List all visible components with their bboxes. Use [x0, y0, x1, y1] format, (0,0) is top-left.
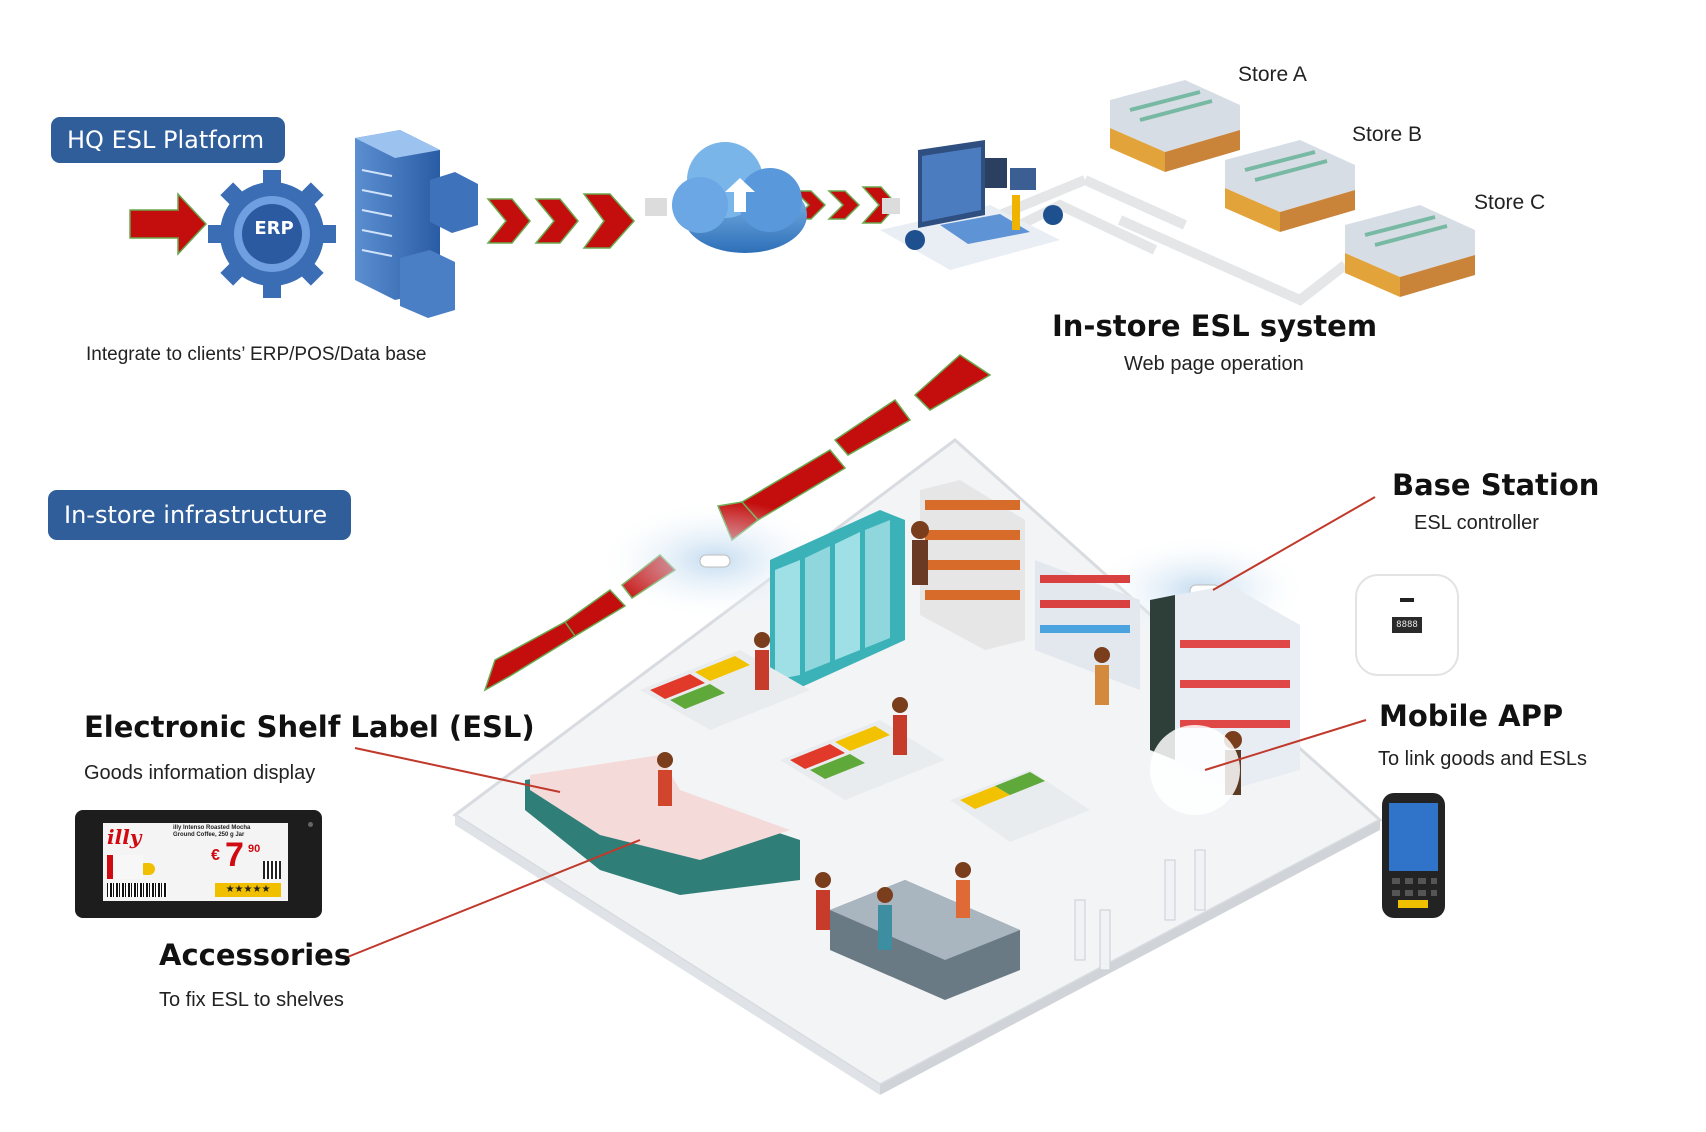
esl-product-image: [107, 855, 143, 879]
esl-device: illy illy Intenso Roasted Mocha Ground C…: [75, 810, 322, 918]
base-station-subtitle: ESL controller: [1414, 512, 1539, 534]
esl-barcode: [107, 883, 167, 897]
checkout-counter: [830, 880, 1020, 1000]
erp-badge-text: ERP: [254, 218, 294, 239]
accessories-title: Accessories: [159, 938, 352, 972]
product-shelf-right: [1035, 560, 1140, 690]
esl-led-icon: [308, 822, 313, 827]
integrate-caption: Integrate to clients’ ERP/POS/Data base: [86, 344, 427, 365]
mobile-app-title: Mobile APP: [1379, 699, 1564, 733]
esl-price-int: 7: [225, 836, 244, 874]
connector-block: [645, 198, 667, 216]
esl-screen: illy illy Intenso Roasted Mocha Ground C…: [103, 823, 288, 901]
store-building-c: [1345, 205, 1475, 297]
esl-product-line1: illy Intenso Roasted Mocha: [173, 825, 251, 831]
esl-qr-code: [263, 861, 281, 879]
handheld-scanner-icon: [1382, 793, 1445, 918]
store-building-a: [1110, 80, 1240, 172]
esl-price-dec: 90: [248, 843, 261, 855]
callout-lines: [344, 496, 1376, 959]
hq-flow-arrows: [129, 186, 899, 256]
esl-coin-icon: [139, 863, 155, 875]
accessories-subtitle: To fix ESL to shelves: [159, 989, 344, 1011]
base-station-display: 8888: [1396, 620, 1418, 630]
instore-system-subtitle: Web page operation: [1124, 353, 1304, 375]
esl-rating: ★★★★★: [215, 883, 281, 897]
esl-brand: illy: [107, 825, 142, 849]
esl-title: Electronic Shelf Label (ESL): [84, 710, 535, 744]
instore-system-title: In-store ESL system: [1052, 309, 1378, 343]
base-station-ceiling-left: [699, 554, 731, 568]
meat-counter: [525, 755, 800, 895]
connector-block-2: [882, 198, 900, 214]
security-gates: [1074, 849, 1206, 971]
produce-stand-3: [950, 770, 1090, 842]
server-tower-icon: [355, 130, 478, 318]
store-c-label: Store C: [1474, 191, 1546, 214]
store-a-label: Store A: [1238, 63, 1307, 86]
erp-gear-icon: [208, 170, 336, 298]
base-station-title: Base Station: [1392, 468, 1600, 502]
product-shelf-back: [920, 480, 1025, 650]
base-station-device: [1355, 574, 1459, 676]
cloud-icon: [672, 142, 807, 253]
instore-computer-icon: [880, 140, 1063, 270]
instore-infrastructure-label: In-store infrastructure: [48, 490, 351, 540]
store-b-label: Store B: [1352, 123, 1423, 146]
esl-price-currency: €: [211, 847, 220, 864]
mobile-highlight: [1150, 725, 1240, 815]
store-building-b: [1225, 140, 1355, 232]
hq-platform-label: HQ ESL Platform: [51, 117, 285, 163]
freezer-unit: [770, 510, 905, 690]
esl-subtitle: Goods information display: [84, 762, 316, 784]
esl-product-line2: Ground Coffee, 250 g Jar: [173, 832, 245, 838]
mobile-app-subtitle: To link goods and ESLs: [1378, 748, 1588, 770]
